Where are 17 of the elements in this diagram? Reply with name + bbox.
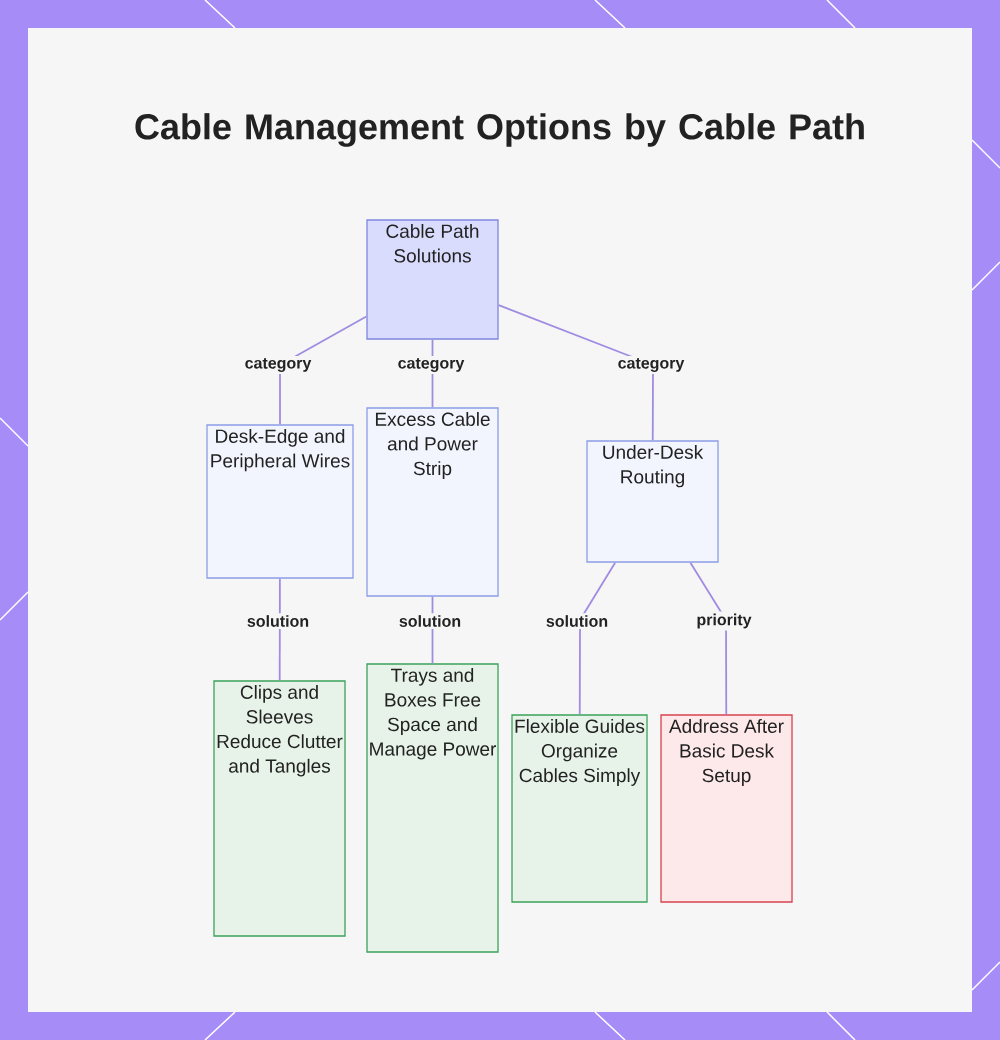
solution-box: Flexible Guides Organize Cables Simply <box>511 714 648 903</box>
category-box: Desk-Edge and Peripheral Wires <box>206 424 354 579</box>
connector-line <box>689 561 728 716</box>
edge-label: solution <box>396 613 464 629</box>
solution-box: Trays and Boxes Free Space and Manage Power <box>366 663 499 953</box>
solution-box: Clips and Sleeves Reduce Clutter and Tangles <box>213 680 346 937</box>
edge-label: category <box>242 356 314 374</box>
root-box: Cable Path Solutions <box>366 219 499 340</box>
edge-label: solution <box>543 613 611 629</box>
category-box: Excess Cable and Power Strip <box>366 407 499 597</box>
edge-label: category <box>395 356 467 374</box>
category-box: Under-Desk Routing <box>586 440 719 563</box>
priority-box: Address After Basic Desk Setup <box>660 714 793 903</box>
connector-line <box>578 561 616 716</box>
edge-label: solution <box>244 613 312 629</box>
title: Cable Management Options by Cable Path <box>135 113 864 147</box>
edge-label: category <box>615 356 687 374</box>
